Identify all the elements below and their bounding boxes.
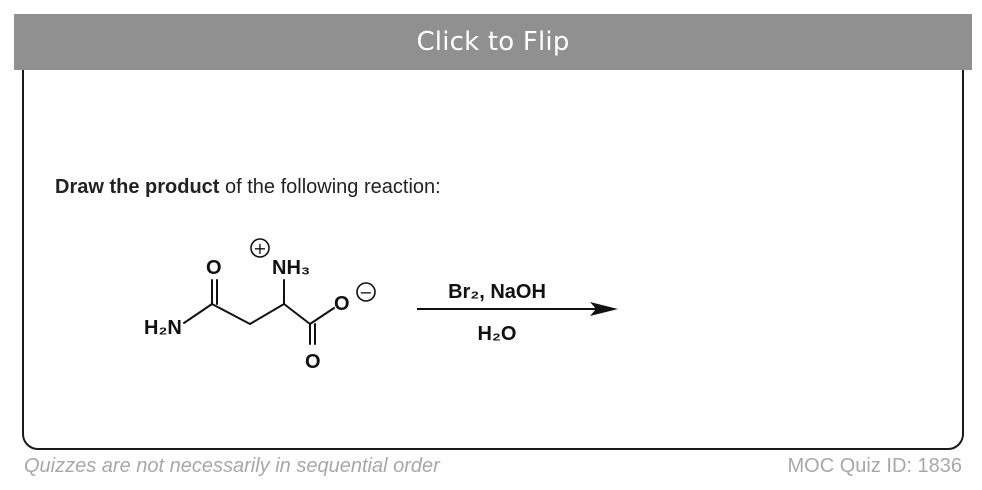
minus-charge-icon: − bbox=[356, 282, 376, 302]
reaction-scheme: H₂N O NH₃ O O + − Br₂, NaOH H₂O bbox=[144, 238, 618, 373]
reaction-arrow-icon bbox=[417, 302, 618, 316]
question-bold: Draw the product bbox=[55, 176, 220, 198]
sequence-note: Quizzes are not necessarily in sequentia… bbox=[24, 455, 440, 477]
flip-button-label: Click to Flip bbox=[416, 27, 570, 57]
amide-n-label: H₂N bbox=[144, 317, 182, 339]
question-rest: of the following reaction: bbox=[219, 176, 441, 198]
quiz-id: MOC Quiz ID: 1836 bbox=[787, 455, 962, 477]
svg-text:−: − bbox=[359, 283, 372, 302]
carboxylate-o-label: O bbox=[334, 293, 350, 315]
reagent-above: Br₂, NaOH bbox=[448, 281, 546, 303]
question-text: Draw the product of the following reacti… bbox=[55, 176, 441, 199]
bond bbox=[183, 303, 213, 324]
amide-o-label: O bbox=[206, 257, 222, 279]
carboxyl-o-label: O bbox=[305, 351, 321, 373]
bond bbox=[211, 303, 251, 325]
bond bbox=[309, 307, 335, 325]
svg-text:+: + bbox=[253, 239, 266, 258]
bond bbox=[283, 303, 311, 325]
ammonium-label: NH₃ bbox=[272, 257, 310, 279]
quiz-card bbox=[22, 18, 964, 450]
reagent-below: H₂O bbox=[478, 323, 517, 345]
click-to-flip-button[interactable]: Click to Flip bbox=[14, 14, 972, 70]
plus-charge-icon: + bbox=[250, 238, 270, 258]
bond bbox=[249, 303, 285, 325]
